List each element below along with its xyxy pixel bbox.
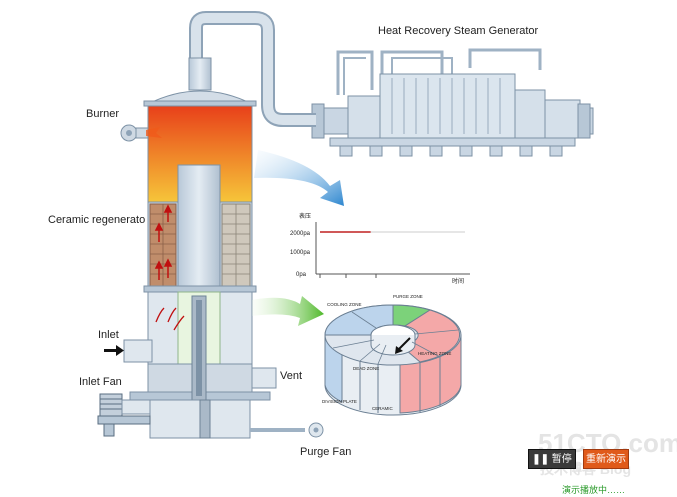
ceramic-regenerator-label: Ceramic regenerato — [48, 214, 146, 226]
pause-icon: ❚❚ — [532, 454, 549, 465]
hrsg-unit — [311, 48, 594, 157]
oxidizer-vessel — [104, 57, 277, 439]
inlet-label: Inlet — [98, 329, 119, 341]
hrsg-label: Heat Recovery Steam Generator — [378, 25, 539, 37]
rotor-cooling-zone-label: COOLING ZONE — [327, 302, 362, 307]
vent-label: Vent — [280, 370, 303, 382]
inlet-fan-icon — [97, 393, 151, 437]
blue-flow-arrow — [254, 150, 344, 206]
rotor-dead-zone-label: DEAD ZONE — [353, 366, 379, 371]
burner-label: Burner — [86, 108, 120, 120]
chart-xlabel: 时间 — [452, 277, 464, 285]
pressure-chart: 表压 时间 2000pa 1000pa 0pa — [290, 212, 470, 285]
chart-ytick-0: 0pa — [296, 272, 307, 278]
rotor-division-plate-label: DIVISION PLATE — [322, 399, 357, 404]
inlet-fan-label: Inlet Fan — [79, 376, 122, 388]
burner-fan-icon — [120, 124, 162, 142]
rotor-heating-zone-label: HEATING ZONE — [418, 351, 451, 356]
rotor-purge-zone-label: PURGE ZONE — [393, 294, 423, 299]
pause-label: 暂停 — [551, 454, 572, 465]
chart-ytick-1000: 1000pa — [290, 250, 311, 256]
chart-ylabel: 表压 — [299, 212, 311, 220]
rotor-ring — [324, 304, 462, 416]
chart-ytick-2000: 2000pa — [290, 231, 311, 237]
green-flow-arrow — [252, 296, 324, 326]
status-text: 演示播放中…… — [562, 485, 626, 495]
pause-button[interactable]: ❚❚ 暂停 — [528, 449, 576, 469]
replay-button[interactable]: 重新演示 — [583, 449, 629, 469]
rotor-ceramic-label: CERAMIC — [372, 406, 394, 411]
purge-fan-label: Purge Fan — [300, 446, 352, 458]
purge-fan-icon — [250, 422, 324, 438]
